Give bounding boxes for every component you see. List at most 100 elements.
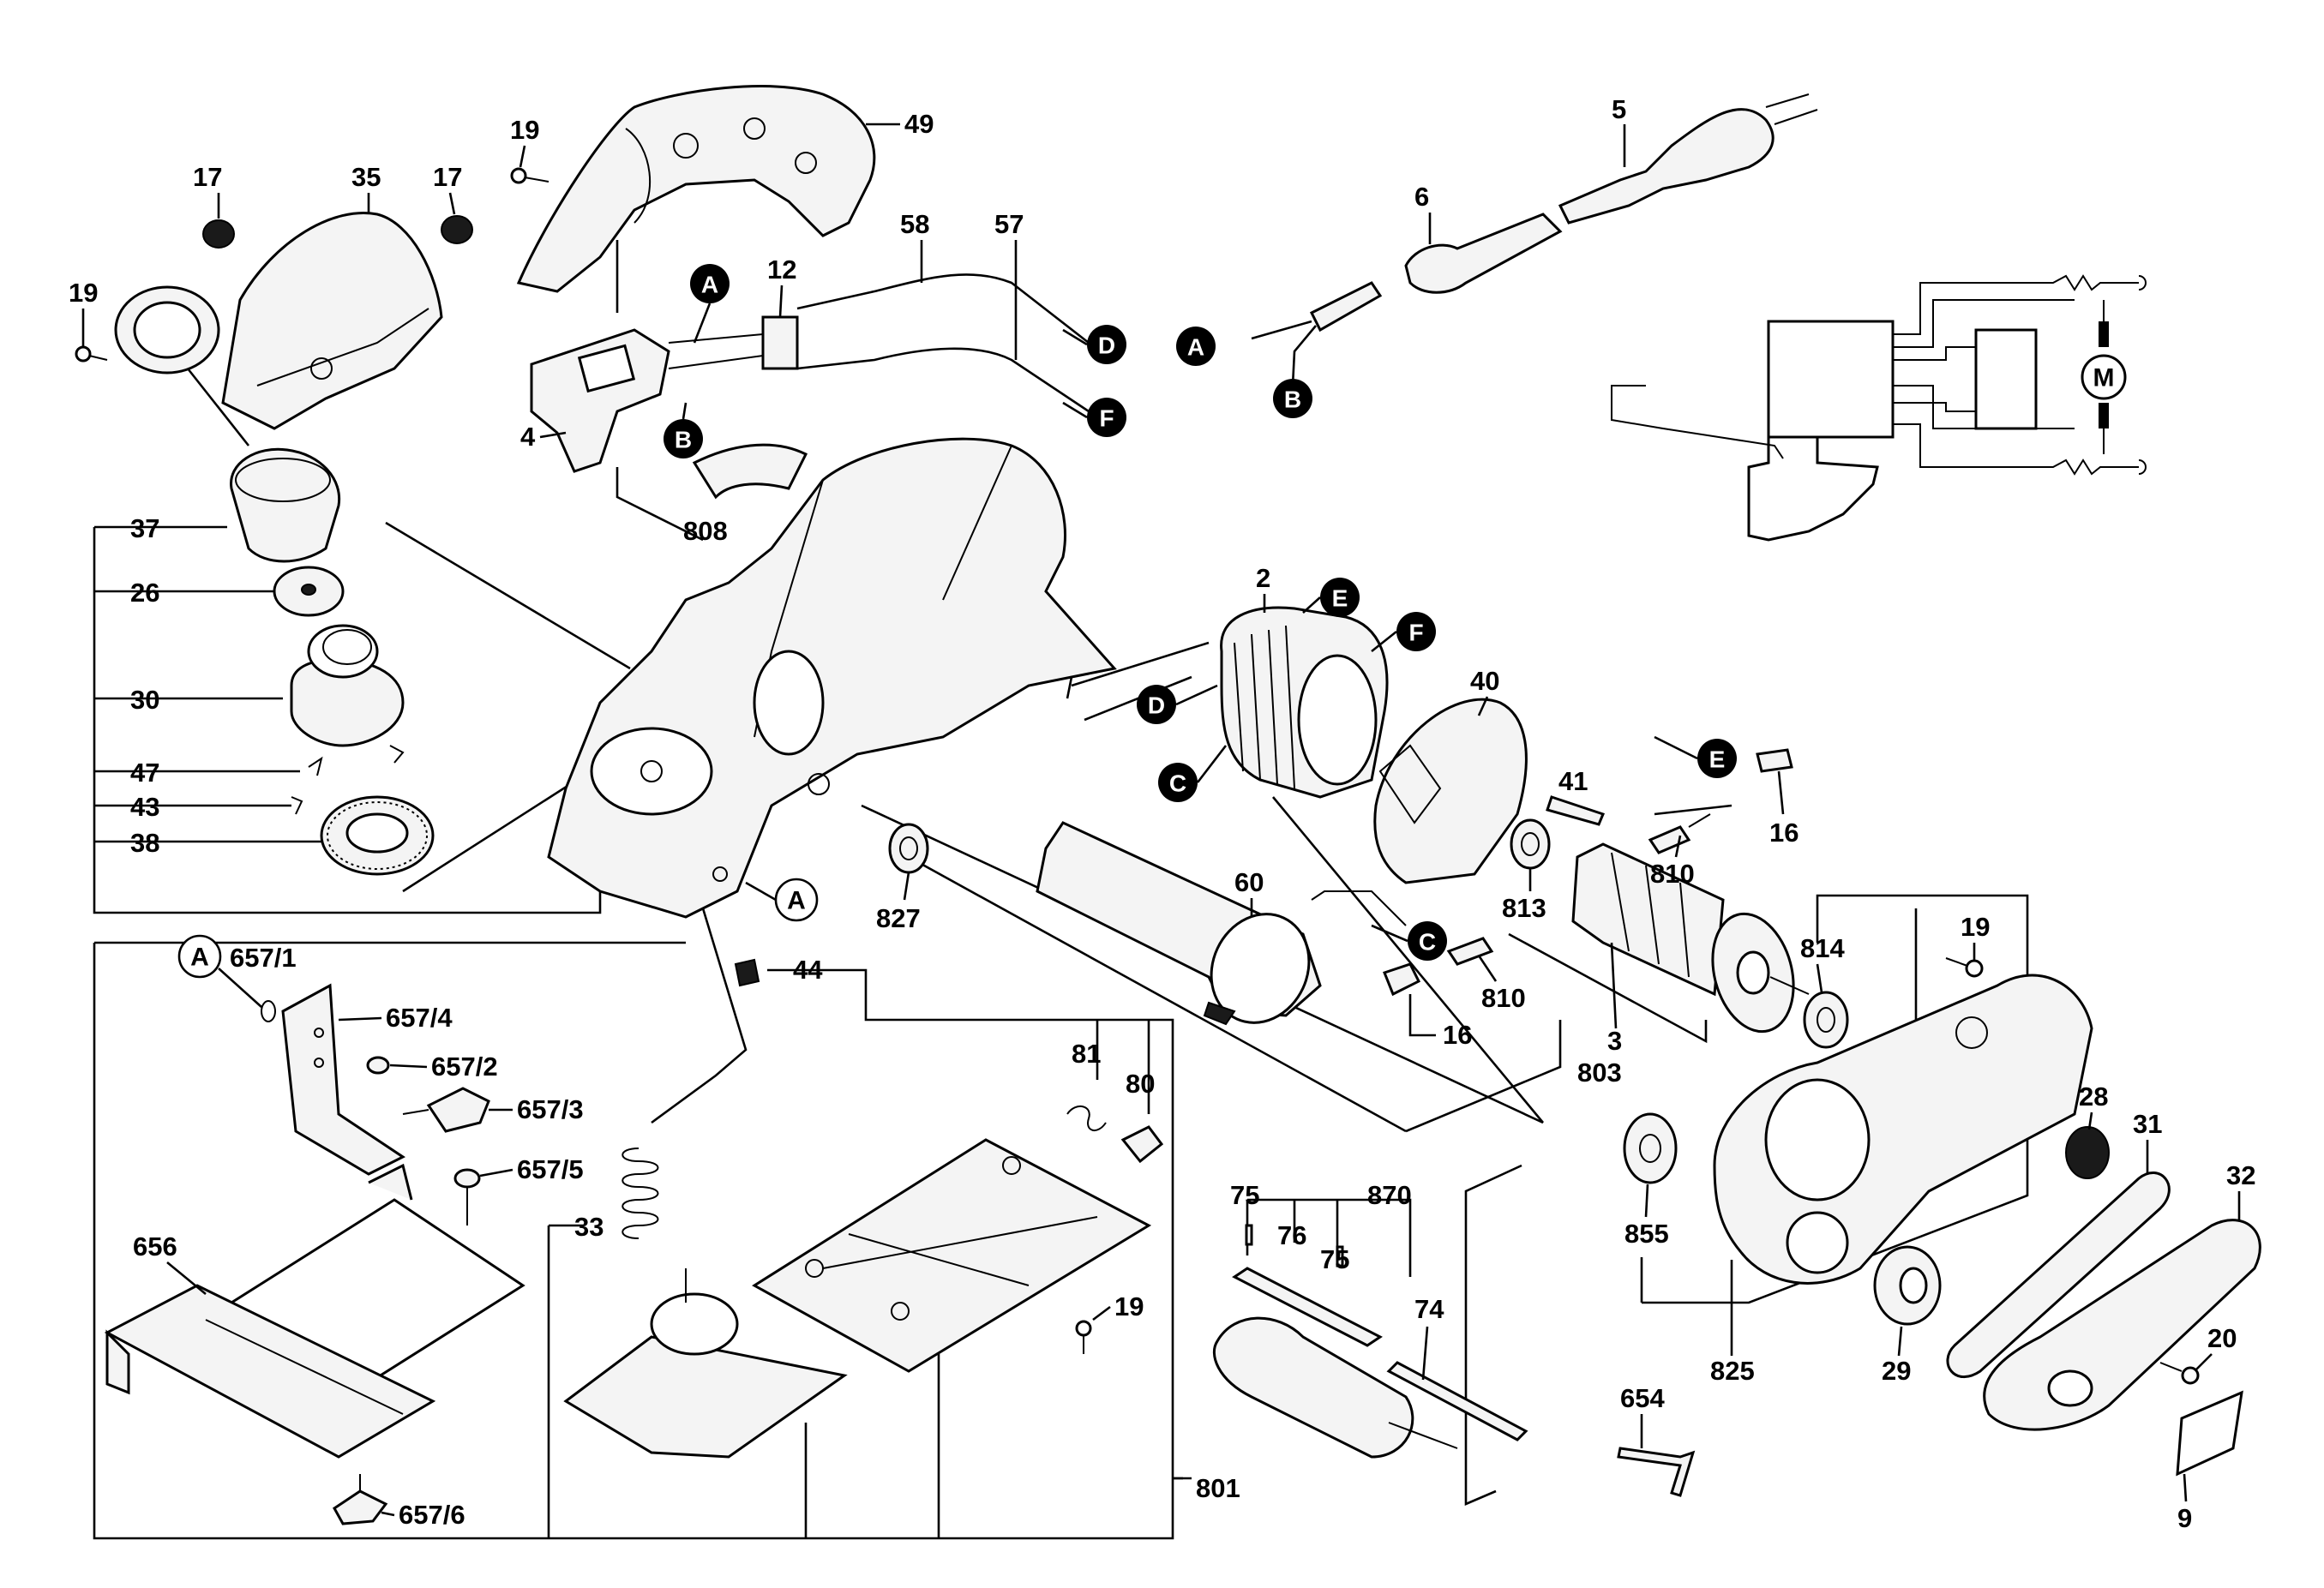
part-label-16-upper: 16 [1769, 818, 1799, 848]
part-label-29: 29 [1882, 1356, 1911, 1386]
outline-marker-A-fence: A [177, 934, 222, 979]
part-38-scale-ring [320, 795, 435, 876]
part-57-cable [796, 347, 1090, 413]
part-label-808: 808 [683, 516, 728, 546]
part-17-nut-left [202, 219, 235, 249]
connector-marker-F-stator: F [1396, 612, 1436, 651]
part-label-43: 43 [130, 792, 159, 822]
part-44-nut [734, 958, 760, 987]
part-label-803: 803 [1577, 1058, 1622, 1088]
part-label-654: 654 [1620, 1383, 1665, 1413]
part-blade-drum [1212, 1316, 1458, 1459]
part-label-81: 81 [1072, 1039, 1101, 1069]
part-37-knob [230, 447, 341, 563]
svg-text:C: C [1169, 770, 1186, 797]
part-label-32: 32 [2226, 1160, 2255, 1190]
part-label-74: 74 [1414, 1294, 1444, 1324]
part-label-657-6: 657/6 [399, 1500, 465, 1530]
part-label-3: 3 [1607, 1026, 1622, 1056]
part-74-blade [1386, 1361, 1528, 1441]
outline-markers: A A [177, 878, 819, 1008]
part-43-pin [291, 796, 303, 815]
part-label-855: 855 [1624, 1219, 1669, 1249]
connector-markers: A B A B D F E F [664, 264, 1737, 961]
part-657-6-knob [333, 1474, 388, 1525]
part-base-plate [752, 1138, 1152, 1373]
part-label-57: 57 [994, 209, 1024, 239]
part-label-76: 76 [1277, 1220, 1306, 1250]
connector-marker-F-switch: F [1087, 398, 1126, 437]
part-47-spring-clip [308, 745, 405, 776]
part-810-brush-lower [1446, 937, 1494, 966]
part-808-insulating-strip [692, 443, 808, 500]
part-label-19-gearbox: 19 [1961, 912, 1990, 942]
part-19-screw-top [510, 167, 549, 184]
part-labels: 19 49 5 17 35 17 6 58 57 12 19 4 808 37 … [69, 94, 2255, 1533]
part-81-spring [1066, 1106, 1107, 1131]
connector-marker-A-plug: A [1176, 327, 1216, 366]
svg-text:E: E [1332, 585, 1348, 612]
part-80-lever [1120, 1125, 1164, 1164]
part-657-5-screw [453, 1168, 481, 1225]
part-label-49: 49 [904, 109, 934, 139]
part-label-12: 12 [767, 255, 796, 285]
part-label-47: 47 [130, 758, 159, 788]
part-label-17-right: 17 [433, 162, 462, 192]
part-label-58: 58 [900, 209, 929, 239]
part-9-label-plate [2176, 1390, 2243, 1477]
part-label-30: 30 [130, 685, 159, 715]
part-label-657-5: 657/5 [517, 1154, 584, 1184]
part-label-20: 20 [2207, 1323, 2237, 1353]
connector-marker-E-brush: E [1697, 739, 1737, 778]
part-label-810-upper: 810 [1650, 859, 1695, 889]
part-657-4-bracket [281, 983, 405, 1176]
part-label-75-left: 75 [1230, 1180, 1259, 1210]
part-label-60: 60 [1234, 867, 1264, 897]
part-19-screw-gearbox [1945, 957, 1984, 978]
part-16-brush-holder-upper [1611, 385, 1793, 773]
circuit-schematic: M [1747, 274, 2147, 542]
part-label-6: 6 [1414, 182, 1429, 212]
part-657-2-washer [366, 1056, 390, 1075]
part-label-19-left: 19 [69, 278, 98, 308]
part-32-belt-cover [1983, 1219, 2261, 1431]
connector-marker-C-brush: C [1408, 921, 1447, 961]
part-813-bearing [1510, 818, 1551, 870]
part-label-28: 28 [2079, 1082, 2108, 1112]
part-label-40: 40 [1470, 666, 1499, 696]
part-654-hex-key [1617, 1447, 1696, 1497]
part-19-screw-base [1075, 1320, 1092, 1354]
part-19-screw-left [75, 345, 108, 363]
part-main-housing [547, 437, 1117, 919]
part-855-bearing [1623, 1112, 1678, 1184]
part-label-657-4: 657/4 [386, 1003, 453, 1033]
part-60-air-tube [1036, 821, 1322, 1026]
connector-marker-A-switch: A [690, 264, 730, 303]
part-label-657-2: 657/2 [431, 1052, 498, 1082]
part-label-41: 41 [1558, 766, 1588, 796]
part-label-5: 5 [1612, 94, 1626, 124]
part-49-handle-cover [516, 85, 876, 293]
svg-text:F: F [1099, 405, 1114, 432]
svg-text:B: B [1284, 387, 1301, 413]
part-label-80: 80 [1126, 1069, 1155, 1099]
svg-text:A: A [190, 944, 209, 972]
part-label-37: 37 [130, 513, 159, 543]
part-29-pulley [1873, 1245, 1942, 1326]
part-label-19: 19 [510, 115, 539, 145]
part-label-16-lower: 16 [1443, 1020, 1472, 1050]
part-20-screw [2159, 1362, 2200, 1385]
svg-text:A: A [1187, 334, 1204, 361]
part-label-38: 38 [130, 828, 159, 858]
part-label-4: 4 [520, 422, 536, 452]
part-label-825: 825 [1710, 1356, 1755, 1386]
part-label-35: 35 [351, 162, 381, 192]
connector-lines [682, 303, 1698, 943]
power-cable-end [1251, 281, 1383, 387]
part-5-plug [1558, 93, 1818, 225]
part-label-75-right: 75 [1320, 1244, 1349, 1274]
svg-text:A: A [701, 272, 718, 298]
part-76-blade-holder [1232, 1224, 1383, 1347]
connector-marker-E-stator: E [1320, 578, 1360, 617]
svg-text:B: B [675, 427, 692, 453]
